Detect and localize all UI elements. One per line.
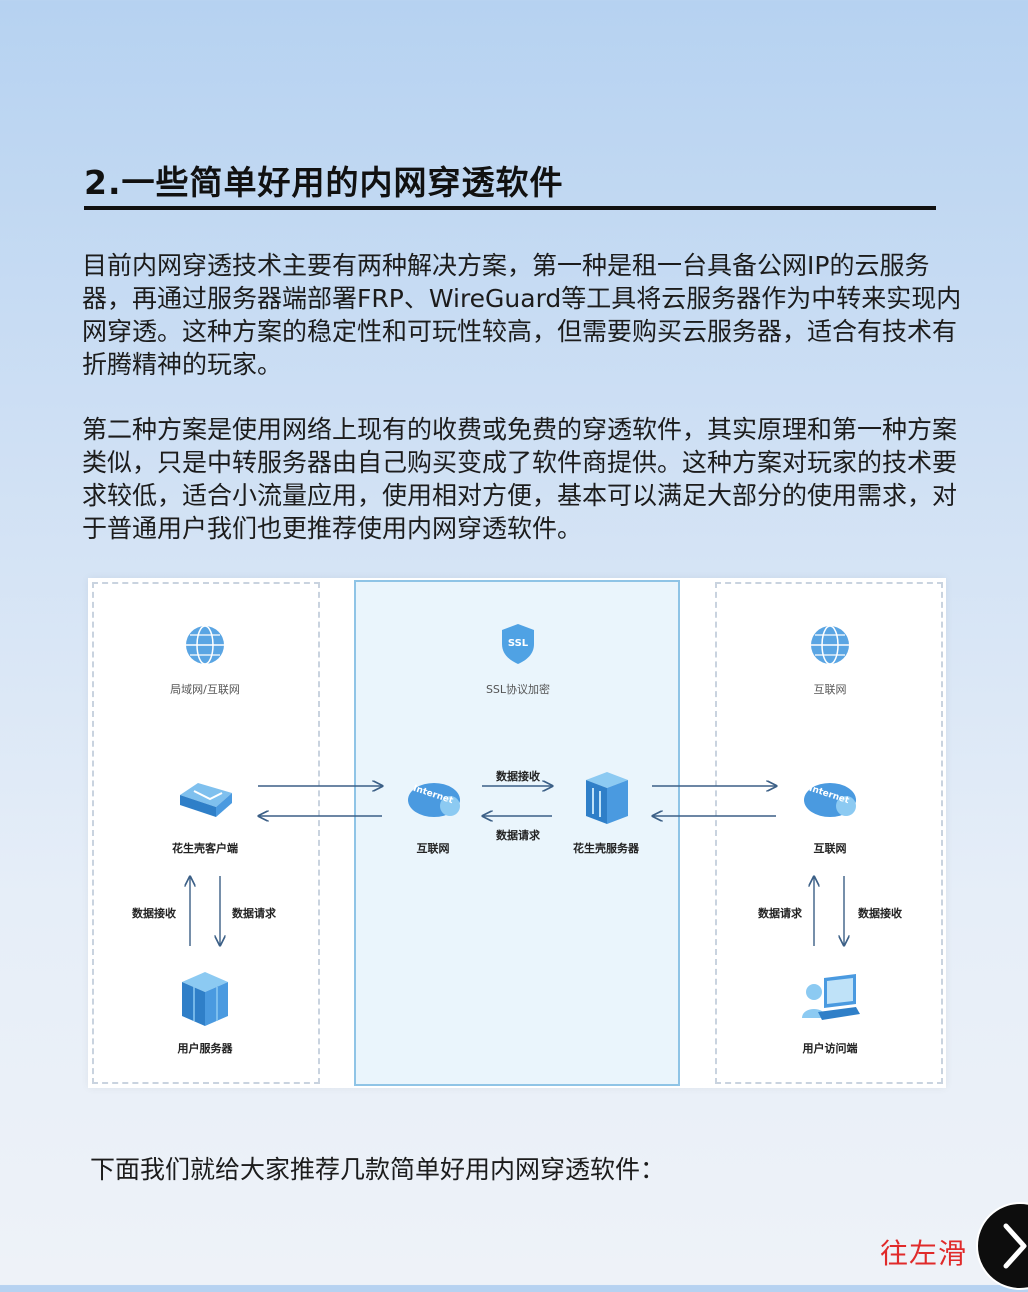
right-receive-label: 数据接收 [858, 907, 902, 920]
left-receive-label: 数据接收 [132, 907, 176, 920]
server-icon [182, 972, 228, 1026]
router-icon [180, 783, 232, 817]
user-server-label: 用户服务器 [177, 1042, 233, 1055]
user-laptop-icon [802, 974, 860, 1020]
network-diagram: 局域网/互联网 花生壳客户端 数据接收 数据请求 用户服务器 SSL SSL协议… [88, 578, 946, 1088]
swipe-left-hint[interactable]: 往左滑 [880, 1237, 968, 1270]
lan-panel [92, 582, 320, 1084]
mid-request-label: 数据请求 [496, 829, 540, 842]
left-request-label: 数据请求 [232, 907, 276, 920]
paragraph-2: 第二种方案是使用网络上现有的收费或免费的穿透软件，其实原理和第一种方案类似，只是… [82, 415, 958, 543]
mid-receive-label: 数据接收 [496, 770, 540, 783]
left-horizontal-arrows [256, 778, 386, 824]
cloud-server-icon [586, 772, 628, 824]
client-label: 花生壳客户端 [172, 842, 238, 855]
mid-internet-label: 互联网 [416, 842, 450, 855]
right-internet-label: 互联网 [813, 842, 847, 855]
left-vertical-arrows [182, 874, 232, 948]
page-title: 2.一些简单好用的内网穿透软件 [84, 163, 564, 202]
globe-icon [186, 625, 224, 665]
user-access-label: 用户访问端 [802, 1042, 858, 1055]
right-horizontal-arrows [650, 778, 780, 824]
right-vertical-arrows [806, 874, 856, 948]
recommendation-text: 下面我们就给大家推荐几款简单好用内网穿透软件： [90, 1155, 666, 1184]
mid-horizontal-arrows [480, 778, 556, 824]
right-internet-top-label: 互联网 [813, 683, 847, 696]
title-divider [84, 206, 936, 210]
internet-panel [715, 582, 943, 1084]
paragraph-1: 目前内网穿透技术主要有两种解决方案，第一种是租一台具备公网IP的云服务器，再通过… [82, 251, 962, 379]
lan-label: 局域网/互联网 [170, 683, 240, 696]
internet-cloud-icon [408, 783, 460, 817]
next-page-button[interactable] [976, 1202, 1028, 1290]
phtunnel-server-label: 花生壳服务器 [573, 842, 639, 855]
internet-cloud-icon [804, 783, 856, 817]
right-request-label: 数据请求 [758, 907, 802, 920]
ssl-badge-text: SSL [507, 638, 529, 649]
ssl-panel [354, 580, 680, 1086]
ssl-shield-icon [502, 624, 534, 664]
globe-icon [811, 625, 849, 665]
chevron-right-icon [1003, 1223, 1027, 1269]
ssl-label: SSL协议加密 [485, 683, 551, 696]
